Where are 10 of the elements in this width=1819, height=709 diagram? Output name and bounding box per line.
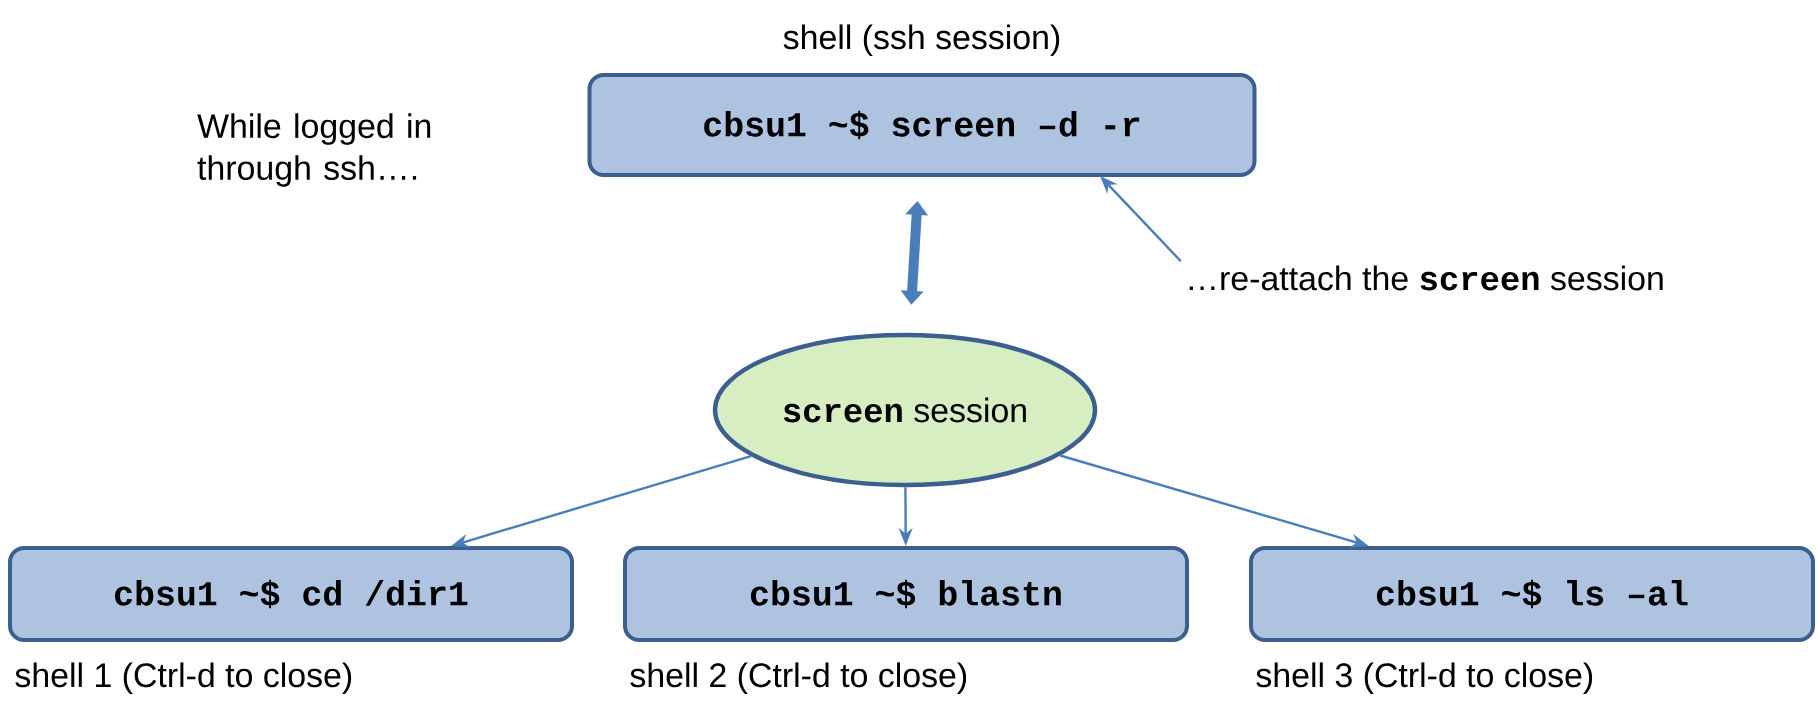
node-label: shell 3 (Ctrl-d to close) bbox=[1256, 662, 1593, 694]
node-label: shell 2 (Ctrl-d to close) bbox=[630, 662, 967, 694]
heading: shell (ssh session) bbox=[783, 24, 1060, 56]
command-box: cbsu1 ~$ screen –d -r bbox=[587, 73, 1257, 177]
node-label: shell 1 (Ctrl-d to close) bbox=[15, 662, 352, 694]
command-box: cbsu1 ~$ cd /dir1 bbox=[8, 546, 574, 642]
annotation: …re-attach the screen session bbox=[1189, 265, 1663, 291]
note: While logged in through ssh…. bbox=[197, 113, 431, 187]
command-box: cbsu1 ~$ ls –al bbox=[1249, 546, 1815, 642]
command-box: cbsu1 ~$ blastn bbox=[623, 546, 1189, 642]
